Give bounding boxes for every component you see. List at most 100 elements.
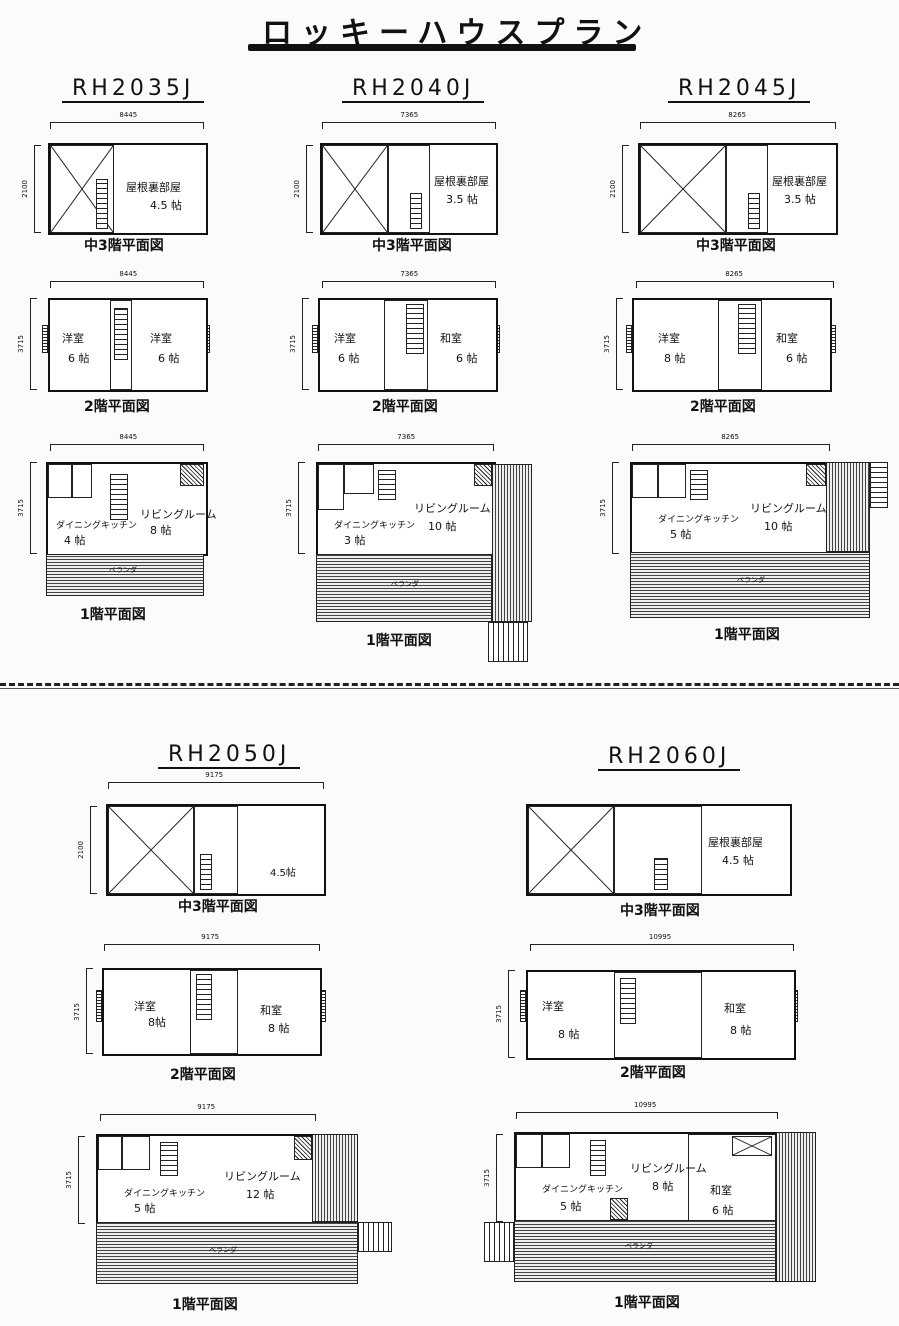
entry-steps [484, 1222, 514, 1262]
room-size: 3.5 帖 [784, 193, 816, 206]
staircase [114, 308, 128, 360]
plan-title-rh2035j: RH2035J [62, 76, 205, 103]
floor1-caption: 1階平面図 [172, 1297, 238, 1313]
toilet [344, 464, 374, 494]
dimension-line: 7365 [322, 111, 496, 129]
floor3-plan: 屋根裏部屋 4.5 帖 [48, 143, 208, 235]
dimension-line-vertical: 3715 [603, 298, 623, 390]
staircase [406, 304, 424, 354]
side-deck [312, 1134, 358, 1222]
floor1-plan: リビングルーム 10 帖 ダイニングキッチン 3 帖 [316, 462, 496, 556]
dimension-line-vertical: 2100 [77, 806, 97, 894]
room-size: 8帖 [148, 1016, 166, 1029]
room-size: 8 帖 [558, 1028, 580, 1041]
dimension-line: 8265 [636, 270, 834, 288]
plan-title-rh2050j: RH2050J [158, 742, 301, 769]
dimension-line-vertical: 3715 [73, 968, 93, 1054]
closet-cross [732, 1136, 772, 1156]
room-size: 6 帖 [786, 352, 808, 365]
entry-steps [488, 622, 528, 662]
window-icon [96, 990, 102, 1022]
room-name: 洋室 [62, 332, 84, 345]
floor2-plan: 洋室 8帖 和室 8 帖 [102, 968, 322, 1056]
dimension-line-vertical: 3715 [17, 462, 37, 554]
room-size: 4 帖 [64, 534, 86, 547]
room-size: 4.5 帖 [722, 854, 754, 867]
window-icon [42, 325, 48, 353]
void-cross [528, 806, 614, 894]
room-name: 和室 [710, 1184, 732, 1197]
plan-title-rh2040j: RH2040J [342, 76, 485, 103]
room-name: 屋根裏部屋 [434, 175, 489, 188]
dimension-line-vertical: 3715 [289, 298, 309, 390]
dimension-line: 9175 [100, 1103, 316, 1121]
floor1-plan: リビングルーム 8 帖 ダイニングキッチン 4 帖 [46, 462, 217, 556]
veranda-deck: ベランダ [96, 1222, 358, 1284]
room-name: 屋根裏部屋 [772, 175, 827, 188]
dimension-line-vertical: 2100 [293, 145, 313, 233]
veranda-deck: ベランダ [514, 1220, 776, 1282]
room-size: 6 帖 [158, 352, 180, 365]
veranda-deck: ベランダ [46, 554, 204, 596]
stair-hall [190, 970, 238, 1054]
floor3-caption: 中3階平面図 [372, 238, 452, 254]
staircase [738, 304, 756, 354]
floor1-plan: リビングルーム 10 帖 ダイニングキッチン 5 帖 [630, 462, 830, 556]
entry-steps [358, 1222, 392, 1252]
floor1-plan: リビングルーム 8 帖 ダイニングキッチン 5 帖 和室 6 帖 [514, 1132, 780, 1224]
dimension-line-vertical: 3715 [483, 1134, 503, 1222]
room-size: 5 帖 [560, 1200, 582, 1213]
dimension-line-vertical: 3715 [65, 1136, 85, 1224]
entry-steps [870, 462, 888, 508]
room-name: リビングルーム [140, 508, 217, 521]
side-deck [776, 1132, 816, 1282]
side-deck [492, 464, 532, 622]
floor2-plan: 洋室 6 帖 洋室 6 帖 [48, 298, 208, 392]
room-size: 8 帖 [652, 1180, 674, 1193]
window-icon [312, 325, 318, 353]
dimension-line-vertical: 3715 [285, 462, 305, 554]
stair-hall [384, 300, 428, 390]
room-name: 屋根裏部屋 [126, 181, 181, 194]
room-name: 洋室 [134, 1000, 156, 1013]
room-name: ダイニングキッチン [658, 515, 740, 525]
dimension-line: 7365 [322, 270, 496, 288]
floor1-caption: 1階平面図 [614, 1295, 680, 1311]
dimension-line-vertical: 2100 [609, 145, 629, 233]
room-size: 3 帖 [344, 534, 366, 547]
staircase [590, 1140, 606, 1176]
staircase [200, 854, 212, 890]
staircase [160, 1142, 178, 1176]
room-size: 12 帖 [246, 1188, 275, 1201]
room-size: 5 帖 [134, 1202, 156, 1215]
floor3-plan: 屋根裏部屋 4.5 帖 [526, 804, 792, 896]
floor1-plan: リビングルーム 12 帖 ダイニングキッチン 5 帖 [96, 1134, 316, 1226]
fireplace-hatch [474, 464, 492, 486]
room-name: 洋室 [658, 332, 680, 345]
room-name: ダイニングキッチン [56, 521, 138, 531]
fireplace-hatch [294, 1136, 312, 1160]
dimension-line: 9175 [104, 933, 320, 951]
void-cross [640, 145, 726, 233]
dimension-line: 10995 [530, 933, 794, 951]
bathroom [48, 464, 72, 498]
staircase [96, 179, 108, 229]
staircase [690, 470, 708, 500]
stair-hall [614, 806, 702, 894]
floor1-caption: 1階平面図 [80, 607, 146, 623]
void-cross [108, 806, 194, 894]
void-cross [322, 145, 388, 233]
room-name: ダイニングキッチン [124, 1189, 206, 1199]
room-name: リビングルーム [414, 502, 491, 515]
room-size: 10 帖 [764, 520, 793, 533]
room-size: 4.5 帖 [150, 199, 182, 212]
room-size: 3.5 帖 [446, 193, 478, 206]
floor2-plan: 洋室 8 帖 和室 6 帖 [632, 298, 832, 392]
room-name: 洋室 [334, 332, 356, 345]
dimension-line: 8445 [50, 111, 204, 129]
room-name: 和室 [260, 1004, 282, 1017]
toilet [72, 464, 92, 498]
room-size: 10 帖 [428, 520, 457, 533]
room-size: 8 帖 [730, 1024, 752, 1037]
floor3-plan: 屋根裏部屋 3.5 帖 [638, 143, 838, 235]
